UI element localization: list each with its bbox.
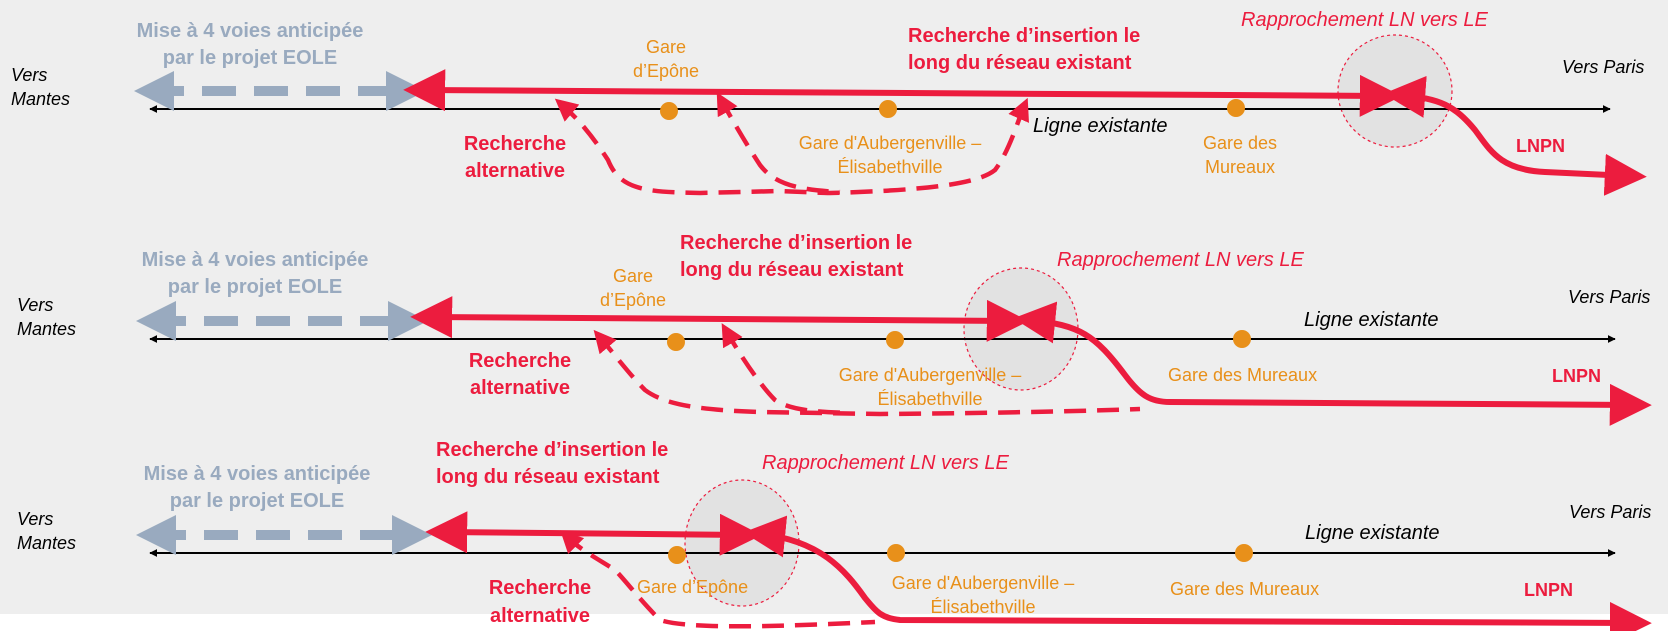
gare-mureaux-label: Gare des Mureaux — [1202, 133, 1278, 177]
rapprochement-label: Rapprochement LN vers LE — [1057, 249, 1304, 271]
recherche-alternative-label: Recherche alternative — [488, 577, 592, 627]
row-3-graphics — [136, 479, 1652, 631]
gare-aubergenville-label: Gare d'Aubergenville – Élisabethville — [838, 365, 1022, 409]
station-dot-aubergenville — [886, 331, 904, 349]
row-1-graphics — [134, 34, 1647, 196]
rapprochement-label: Rapprochement LN vers LE — [762, 452, 1009, 474]
alternative-dashed-route — [560, 530, 876, 629]
lnpn-line — [1383, 75, 1647, 196]
vers-paris-label: Vers Paris — [1568, 287, 1651, 307]
ligne-existante-label: Ligne existante — [1305, 522, 1440, 544]
alternative-dashed-route — [593, 329, 1141, 417]
gare-epone-label: Gare d’Epône — [632, 37, 700, 81]
ligne-existante-label: Ligne existante — [1033, 115, 1168, 137]
station-dot-mureaux — [1227, 99, 1245, 117]
recherche-insertion-label: Recherche d’insertion le long du réseau … — [908, 25, 1141, 74]
eole-label: Mise à 4 voies anticipée par le projet E… — [143, 463, 371, 512]
insertion-arrow — [403, 69, 1402, 117]
station-dot-epone — [667, 333, 685, 351]
gare-epone-label: Gare d’Epône — [637, 577, 749, 597]
vers-mantes-label: Vers Mantes — [11, 65, 71, 109]
station-dot-epone — [660, 102, 678, 120]
gare-aubergenville-label: Gare d'Aubergenville – Élisabethville — [891, 573, 1075, 617]
lnpn-label: LNPN — [1516, 136, 1565, 156]
rapprochement-zone-circle — [1337, 34, 1453, 148]
lnpn-line — [743, 515, 1652, 631]
insertion-arrow — [425, 511, 762, 556]
station-dot-mureaux — [1233, 330, 1251, 348]
station-dot-mureaux — [1235, 544, 1253, 562]
station-dot-epone — [668, 546, 686, 564]
gare-aubergenville-label: Gare d'Aubergenville – Élisabethville — [798, 133, 982, 177]
eole-label: Mise à 4 voies anticipée par le projet E… — [141, 249, 369, 298]
station-dot-aubergenville — [887, 544, 905, 562]
recherche-alternative-label: Recherche alternative — [463, 133, 567, 182]
gare-mureaux-label: Gare des Mureaux — [1170, 579, 1320, 599]
alternative-dashed-branch — [716, 92, 841, 195]
eole-label: Mise à 4 voies anticipée par le projet E… — [136, 20, 364, 69]
rapprochement-label: Rapprochement LN vers LE — [1241, 9, 1488, 31]
lnpn-label: LNPN — [1552, 366, 1601, 386]
gare-epone-label: Gare d’Epône — [599, 266, 667, 310]
recherche-insertion-label: Recherche d’insertion le long du réseau … — [436, 439, 669, 488]
insertion-arrow — [410, 296, 1029, 342]
recherche-alternative-label: Recherche alternative — [468, 350, 572, 399]
gare-mureaux-label: Gare des Mureaux — [1168, 365, 1318, 385]
station-dot-aubergenville — [879, 100, 897, 118]
row-2-graphics — [136, 267, 1652, 426]
vers-mantes-label: Vers Mantes — [17, 295, 77, 339]
vers-paris-label: Vers Paris — [1562, 57, 1645, 77]
vers-paris-label: Vers Paris — [1569, 502, 1652, 522]
recherche-insertion-label: Recherche d’insertion le long du réseau … — [680, 232, 913, 281]
ligne-existante-label: Ligne existante — [1304, 309, 1439, 331]
vers-mantes-label: Vers Mantes — [17, 509, 77, 553]
alternative-dashed-branch — [721, 323, 851, 416]
lnpn-line — [1013, 301, 1652, 426]
lnpn-label: LNPN — [1524, 580, 1573, 600]
